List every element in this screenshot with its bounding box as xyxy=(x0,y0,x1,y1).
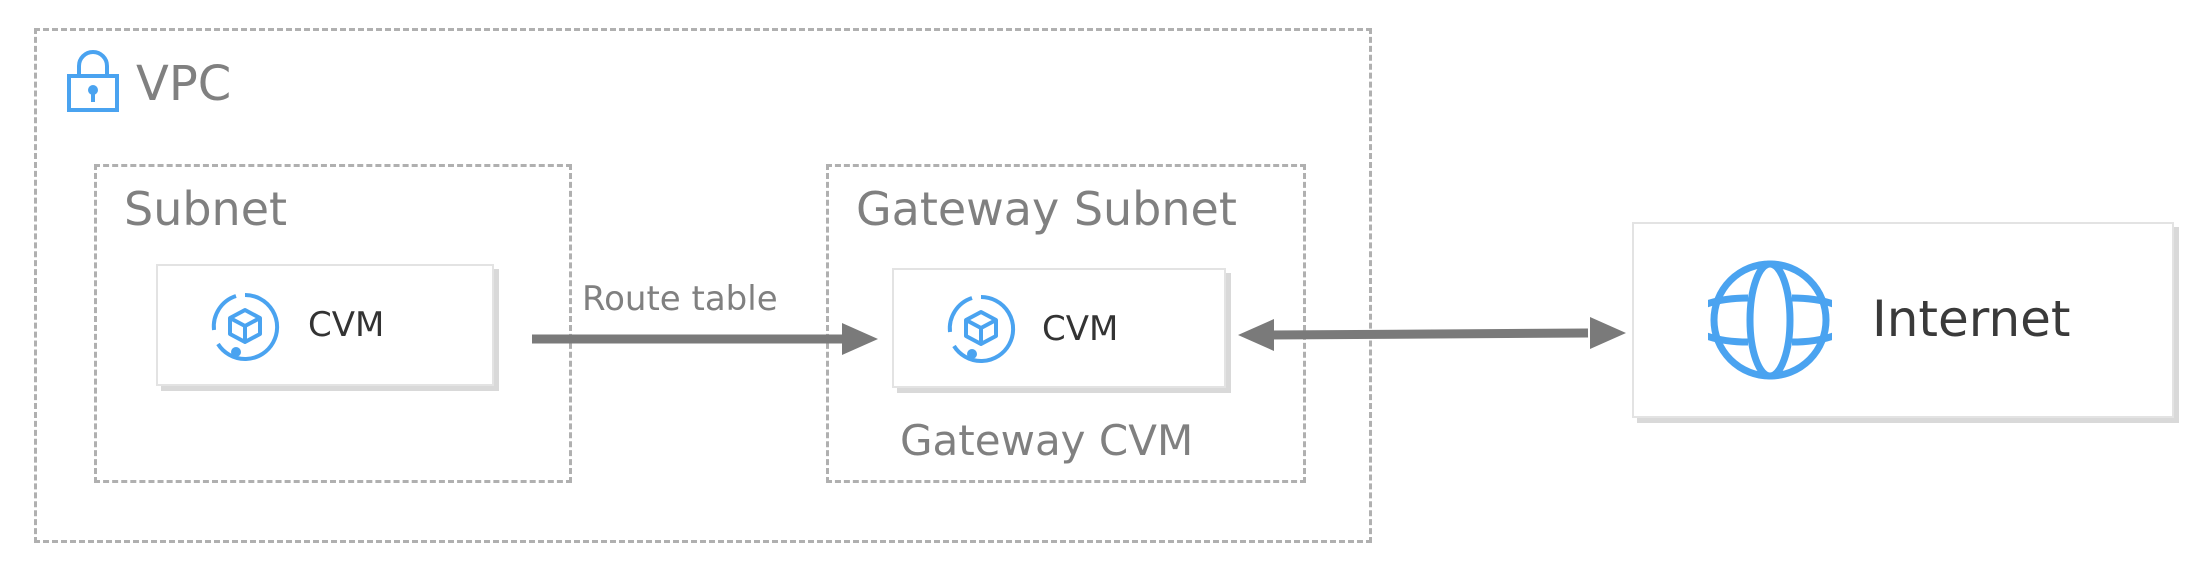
gateway-subnet-title: Gateway Subnet xyxy=(856,182,1237,236)
gateway-cvm-label: CVM xyxy=(1042,309,1119,349)
gateway-subnet-container xyxy=(826,164,1306,483)
subnet-container xyxy=(94,164,572,483)
internet-bidirectional-arrow xyxy=(1238,317,1626,351)
globe-icon xyxy=(1708,260,1832,380)
internet-node[interactable]: Internet xyxy=(1632,222,2174,418)
subnet-title: Subnet xyxy=(124,182,288,236)
internet-label: Internet xyxy=(1872,290,2071,348)
cvm-node[interactable]: CVM xyxy=(156,264,494,386)
route-arrow xyxy=(532,323,878,355)
vpc-title: VPC xyxy=(136,56,232,112)
cvm-label: CVM xyxy=(308,305,385,345)
route-table-label: Route table xyxy=(582,279,778,319)
gateway-cvm-caption: Gateway CVM xyxy=(900,416,1194,465)
lock-icon xyxy=(67,50,119,112)
gateway-cvm-node[interactable]: CVM xyxy=(892,268,1226,388)
cvm-cube-icon xyxy=(947,294,1016,363)
cvm-cube-icon xyxy=(211,292,280,361)
vpc-container xyxy=(34,28,1372,543)
